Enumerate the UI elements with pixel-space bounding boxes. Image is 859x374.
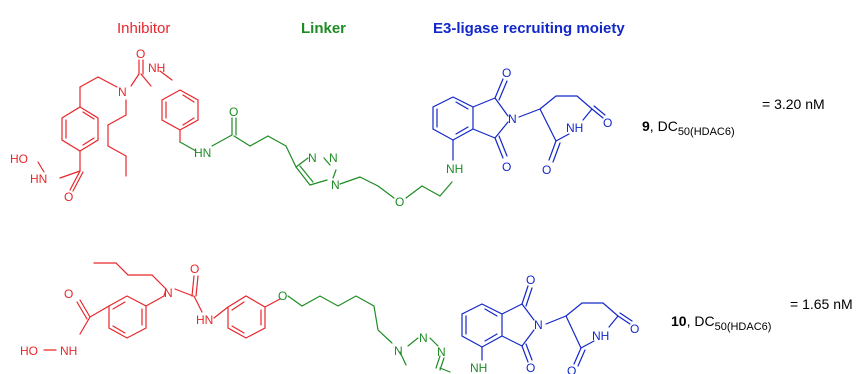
- compound-9-structure: [37, 59, 606, 199]
- c9-phth-n: N: [508, 112, 517, 126]
- c10-urea-nh: HN: [196, 313, 213, 327]
- c9-glut-o-right: O: [603, 116, 612, 130]
- compound-10-linker: [287, 295, 451, 373]
- c9-triazole-n1: N: [308, 151, 317, 165]
- c10-aniline-nh: NH: [470, 361, 487, 374]
- c9-urea-n: N: [118, 85, 127, 99]
- c9-phth-o-bottom: O: [502, 160, 511, 174]
- c10-phth-n: N: [534, 318, 543, 332]
- c10-hydroxamate-carbonyl-o: O: [64, 287, 73, 301]
- compound-10-e3-ligand: [461, 285, 633, 367]
- c10-triazole-n3: N: [437, 345, 446, 359]
- compound-10-value: = 1.65 nM: [790, 296, 853, 312]
- compound-10-metric-sub: 50(HDAC6): [714, 320, 772, 333]
- legend-linker: Linker: [301, 20, 347, 37]
- c9-glut-o-bottom: O: [542, 163, 551, 177]
- c10-aryl-ether-o: O: [278, 289, 287, 303]
- c9-amide-nh: HN: [194, 146, 211, 160]
- compound-10-structure: [43, 262, 633, 373]
- compound-9-id: 9: [642, 118, 650, 134]
- compound-9-sep: ,: [649, 118, 658, 134]
- c9-hydroxamate-o: HO: [10, 152, 28, 166]
- compound-9-atom-labels: HO HN O O NH N HN O N N N O NH O O N O N…: [10, 47, 612, 209]
- compound-9-caption: 9, DC50(HDAC6): [642, 118, 735, 138]
- c10-glut-o-right: O: [630, 322, 639, 336]
- compound-10-caption: 10, DC50(HDAC6): [671, 313, 771, 333]
- compound-10-metric: DC: [694, 313, 715, 329]
- legend-inhibitor: Inhibitor: [117, 20, 171, 37]
- compound-9-inhibitor: [37, 59, 199, 192]
- compound-9-value: = 3.20 nM: [762, 96, 825, 112]
- compound-9-e3-ligand: [432, 78, 606, 163]
- legend-e3-ligase: E3-ligase recruiting moiety: [433, 20, 625, 37]
- c10-phth-o-bottom: O: [526, 361, 535, 374]
- c10-triazole-n1: N: [394, 344, 403, 358]
- c10-phth-o-top: O: [526, 273, 535, 287]
- compound-10-atom-labels: HO NH O O N HN O N N N NH O O N O NH O: [20, 262, 639, 374]
- compound-10-inhibitor: [43, 262, 281, 351]
- c9-urea-o: O: [136, 47, 145, 61]
- compound-10-sep: ,: [686, 313, 695, 329]
- c9-triazole-n2: N: [329, 151, 338, 165]
- c9-phth-o-top: O: [502, 66, 511, 80]
- c10-triazole-n2: N: [419, 331, 428, 345]
- compound-9-linker: [179, 117, 453, 199]
- c10-hydroxamate-o: HO: [20, 344, 38, 358]
- c9-urea-nh: NH: [148, 61, 165, 75]
- c9-hydroxamate-n: HN: [30, 172, 47, 186]
- c9-triazole-n3: N: [331, 178, 340, 192]
- c10-glut-o-bottom: O: [567, 364, 576, 374]
- c10-urea-o: O: [190, 262, 199, 276]
- c9-ether-o: O: [395, 195, 404, 209]
- compound-10-id: 10: [671, 313, 687, 329]
- c9-hydroxamate-carbonyl-o: O: [64, 190, 73, 204]
- compound-9-metric-sub: 50(HDAC6): [677, 125, 735, 138]
- c9-amide-o: O: [229, 105, 238, 119]
- c10-glut-nh: NH: [592, 329, 609, 343]
- c10-hydroxamate-n: NH: [60, 344, 77, 358]
- c10-urea-n: N: [164, 286, 173, 300]
- compound-9-metric: DC: [657, 118, 678, 134]
- c9-glut-nh: NH: [566, 121, 583, 135]
- c9-aniline-nh: NH: [446, 162, 463, 176]
